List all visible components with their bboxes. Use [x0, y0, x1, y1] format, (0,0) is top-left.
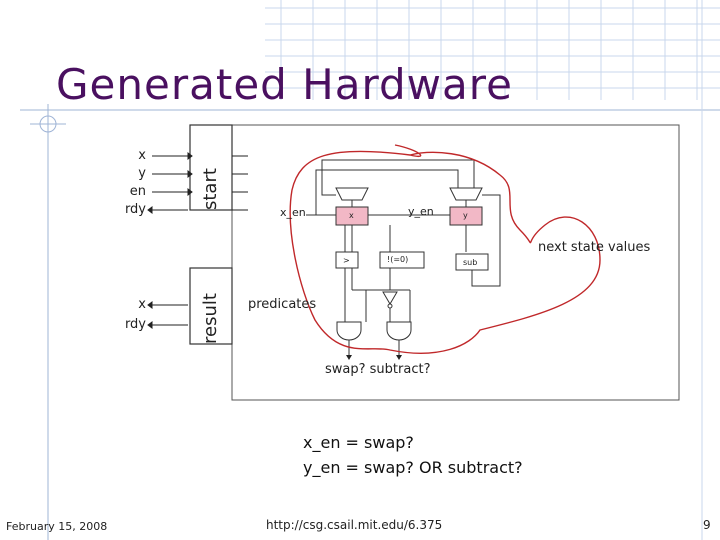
start-interface-box	[189, 124, 233, 211]
inverter	[382, 291, 398, 305]
comparator-label: >	[343, 256, 350, 265]
and-gate-subtract	[386, 321, 412, 341]
mux-y	[449, 187, 483, 201]
start-port-y: y	[138, 166, 146, 181]
start-interface-label: start	[200, 168, 221, 210]
start-port-x: x	[138, 148, 146, 163]
page-number: 9	[703, 518, 711, 532]
subtractor-box	[455, 253, 489, 271]
and-gate-swap	[336, 321, 362, 341]
footer-date: February 15, 2008	[6, 520, 108, 533]
module-box	[231, 124, 680, 401]
start-port-en: en	[129, 184, 146, 199]
comparator-box	[335, 251, 359, 269]
y-en-label: y_en	[408, 205, 434, 218]
not-zero-label: !(=0)	[387, 255, 409, 264]
mux-x	[335, 187, 369, 201]
result-port-rdy: rdy	[124, 317, 146, 332]
swap-subtract-label: swap? subtract?	[325, 362, 431, 377]
next-state-values-label: next state values	[538, 240, 651, 255]
x-en-label: x_en	[280, 206, 306, 219]
predicates-label: predicates	[248, 297, 317, 312]
subtractor-label: sub	[463, 258, 478, 267]
annotation-outline	[289, 144, 601, 354]
start-port-rdy: rdy	[124, 202, 146, 217]
result-interface-box	[189, 267, 233, 345]
result-interface-label: result	[200, 293, 221, 344]
equation-y-en: y_en = swap? OR subtract?	[303, 458, 523, 477]
result-port-x: x	[138, 297, 146, 312]
footer-url[interactable]: http://csg.csail.mit.edu/6.375	[266, 518, 443, 532]
register-x-label: x	[349, 211, 354, 220]
slide-title: Generated Hardware	[56, 60, 513, 109]
not-zero-box	[379, 251, 425, 269]
register-y-label: y	[463, 211, 468, 220]
equation-x-en: x_en = swap?	[303, 433, 414, 452]
